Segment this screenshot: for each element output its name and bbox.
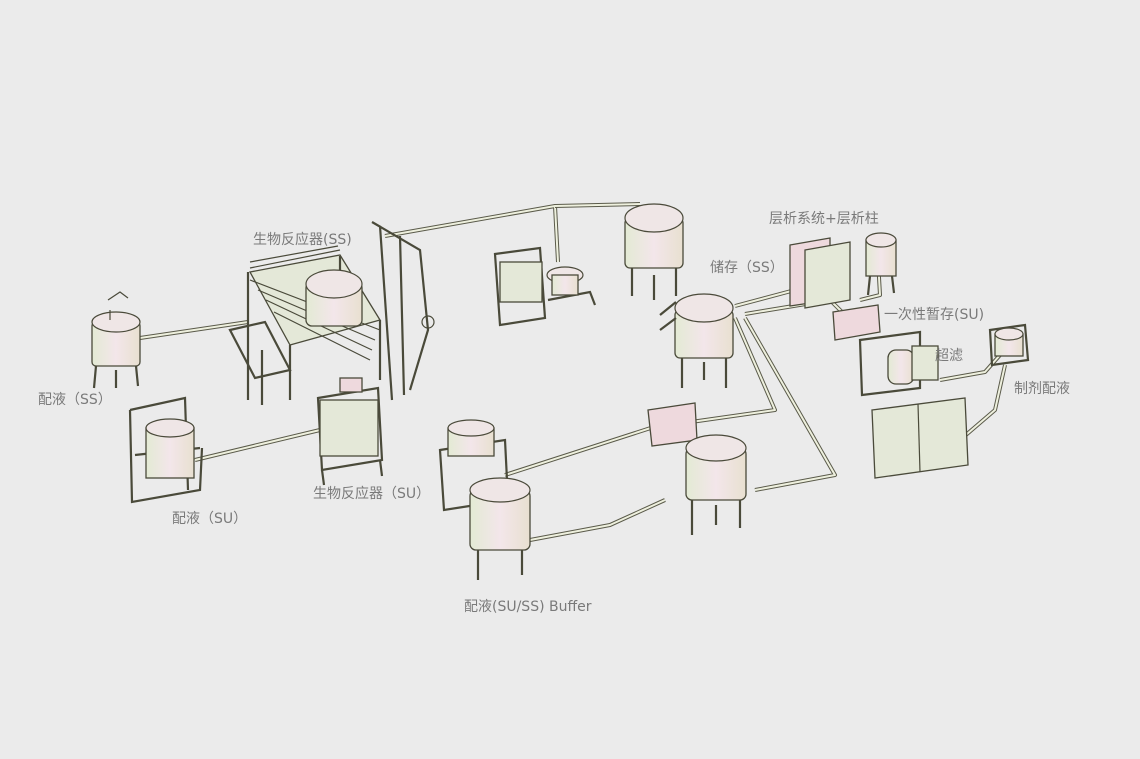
label-formulation: 制剂配液 bbox=[1014, 381, 1070, 397]
label-single-use-hold: 一次性暂存(SU) bbox=[884, 307, 985, 323]
label-ultrafiltration: 超滤 bbox=[935, 348, 963, 364]
bioreactor-su[interactable] bbox=[316, 377, 384, 486]
prep-tank-ss[interactable] bbox=[91, 291, 141, 389]
buffer-prep-tanks[interactable] bbox=[438, 402, 747, 580]
formulation-tank[interactable] bbox=[871, 323, 1030, 479]
centrifuge[interactable] bbox=[493, 246, 597, 327]
label-buffer-prep: 配液(SU/SS) Buffer bbox=[464, 599, 592, 615]
label-bioreactor-su: 生物反应器（SU） bbox=[313, 486, 431, 502]
label-bioreactor-ss: 生物反应器(SS) bbox=[253, 232, 352, 248]
label-storage-ss: 储存（SS） bbox=[710, 260, 784, 276]
prep-tank-su[interactable] bbox=[128, 396, 204, 504]
label-prep-su: 配液（SU） bbox=[172, 511, 248, 527]
chromatography-system[interactable] bbox=[789, 232, 897, 309]
single-use-hold[interactable] bbox=[832, 304, 881, 341]
storage-tank-ss[interactable] bbox=[624, 203, 734, 388]
label-prep-ss: 配液（SS） bbox=[38, 392, 112, 408]
label-chromatography: 层析系统+层析柱 bbox=[769, 211, 879, 227]
bioreactor-ss[interactable] bbox=[228, 221, 435, 405]
ultrafiltration-skid[interactable] bbox=[858, 330, 939, 397]
